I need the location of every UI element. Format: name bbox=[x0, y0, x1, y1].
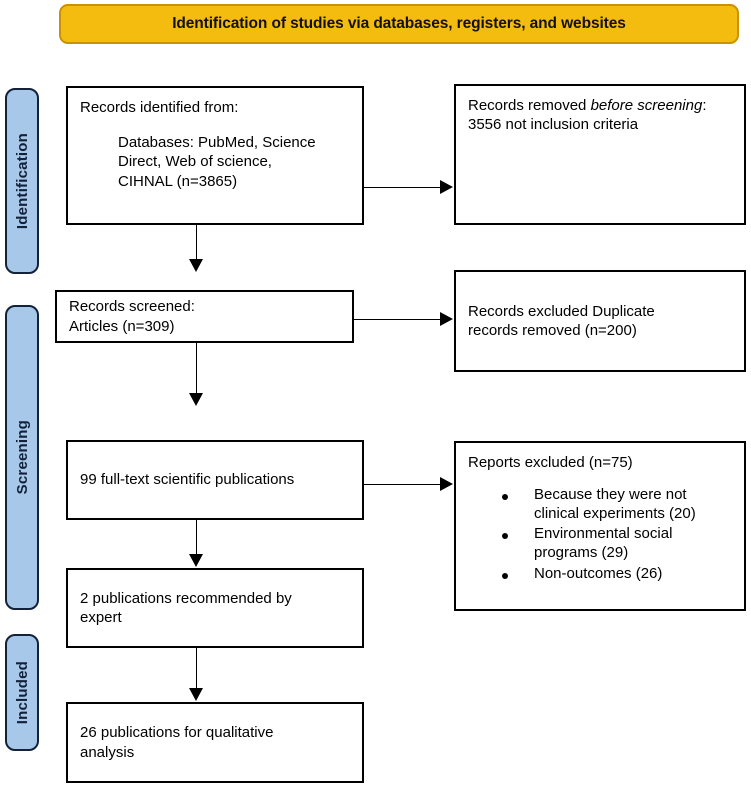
records-excluded-duplicate-line2: records removed (n=200) bbox=[468, 322, 637, 339]
stage-label-included-text: Included bbox=[13, 660, 31, 725]
records-screened-heading: Records screened: bbox=[69, 298, 195, 316]
box-publications-qualitative-analysis: 26 publications for qualitative analysis bbox=[66, 702, 364, 783]
records-identified-heading: Records identified from: bbox=[80, 99, 239, 116]
connector-fulltext-to-recommended-line bbox=[196, 520, 197, 556]
connector-fulltext-to-recommended-arrow bbox=[189, 554, 203, 567]
connector-recommended-to-qualitative-line bbox=[196, 648, 197, 690]
box-publications-recommended-by-expert: 2 publications recommended by expert bbox=[66, 568, 364, 648]
qualitative-line2: analysis bbox=[80, 743, 135, 761]
stage-label-screening: Screening bbox=[5, 305, 39, 610]
box-records-removed-before-screening: Records removed before screening: 3556 n… bbox=[454, 84, 746, 225]
records-removed-italic-before: before bbox=[590, 97, 634, 114]
qualitative-line1: 26 publications for qualitative bbox=[80, 724, 274, 742]
connector-identified-to-screened-line bbox=[196, 225, 197, 261]
list-item: Environmental social programs (29) bbox=[492, 525, 732, 562]
reports-excluded-heading: Reports excluded (n=75) bbox=[468, 454, 633, 471]
reports-excluded-list: Because they were not clinical experimen… bbox=[468, 486, 732, 583]
records-removed-italic-screening: screening bbox=[637, 97, 703, 114]
records-identified-databases-line2: Direct, Web of science, bbox=[118, 153, 272, 171]
connector-identified-to-screened-arrow bbox=[189, 259, 203, 272]
records-removed-suffix: : 3556 not inclusion criteria bbox=[468, 97, 707, 134]
connector-recommended-to-qualitative-arrow bbox=[189, 688, 203, 701]
list-item: Because they were not clinical experimen… bbox=[492, 486, 732, 523]
box-records-excluded-duplicate: Records excluded Duplicate records remov… bbox=[454, 270, 746, 372]
connector-fulltext-to-reports-excluded-line bbox=[364, 484, 442, 485]
banner-title: Identification of studies via databases,… bbox=[172, 15, 626, 32]
records-identified-databases-line3: CIHNAL (n=3865) bbox=[118, 172, 238, 190]
list-item: Non-outcomes (26) bbox=[492, 565, 732, 584]
stage-label-identification: Identification bbox=[5, 88, 39, 274]
records-removed-text: Records removed before screening: 3556 n… bbox=[468, 96, 732, 134]
connector-fulltext-to-reports-excluded-arrow bbox=[440, 477, 453, 491]
stage-label-screening-text: Screening bbox=[13, 420, 31, 495]
connector-identified-to-removed-arrow bbox=[440, 180, 453, 194]
box-records-screened: Records screened: Articles (n=309) bbox=[55, 290, 354, 343]
connector-screened-to-fulltext-line bbox=[196, 343, 197, 395]
recommended-line2: expert bbox=[80, 609, 122, 626]
connector-identified-to-removed-line bbox=[364, 187, 442, 188]
stage-label-identification-text: Identification bbox=[13, 132, 31, 230]
box-records-identified: Records identified from: Databases: PubM… bbox=[66, 86, 364, 225]
stage-label-included: Included bbox=[5, 634, 39, 751]
recommended-line1: 2 publications recommended by bbox=[80, 589, 292, 607]
records-identified-databases-line1: Databases: PubMed, Science bbox=[118, 134, 316, 152]
box-fulltext-publications: 99 full-text scientific publications bbox=[66, 440, 364, 520]
records-removed-prefix: Records removed bbox=[468, 97, 591, 114]
records-screened-articles: Articles (n=309) bbox=[69, 317, 175, 335]
fulltext-publications-text: 99 full-text scientific publications bbox=[80, 471, 295, 489]
banner-identification-of-studies: Identification of studies via databases,… bbox=[59, 4, 739, 44]
connector-screened-to-fulltext-arrow bbox=[189, 393, 203, 406]
records-excluded-duplicate-line1: Records excluded Duplicate bbox=[468, 302, 655, 320]
connector-screened-to-excluded-line bbox=[354, 319, 442, 320]
box-reports-excluded: Reports excluded (n=75) Because they wer… bbox=[454, 441, 746, 611]
connector-screened-to-excluded-arrow bbox=[440, 312, 453, 326]
